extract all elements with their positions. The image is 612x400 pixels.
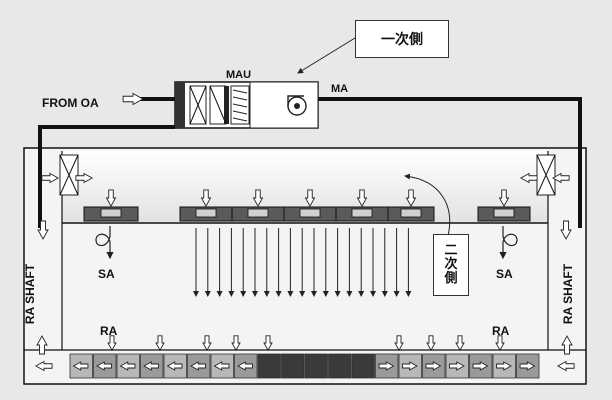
airflow-arrow-icon <box>96 361 112 371</box>
airflow-arrow-icon <box>252 189 264 208</box>
airflow-arrow-icon <box>237 361 253 371</box>
airflow-arrow-icon <box>213 361 230 371</box>
airflow-arrow-icon <box>155 335 165 352</box>
airflow-arrow-icon <box>34 360 53 372</box>
airflow-arrow-icon <box>119 361 136 371</box>
airflow-arrow-icon <box>519 172 538 184</box>
airflow-arrow-icon <box>425 361 442 371</box>
airflow-arrow-icon <box>143 361 159 371</box>
airflow-arrow-icon <box>231 335 241 352</box>
floor-panel <box>281 353 305 379</box>
primary-side-pointer <box>297 37 356 74</box>
sa-swirl-left <box>95 226 114 260</box>
airflow-arrow-icon <box>105 189 117 208</box>
airflow-arrow-icon <box>356 189 368 208</box>
airflow-arrow-icon <box>166 361 183 371</box>
ra-label-right: RA <box>492 324 510 338</box>
floor-panel <box>351 353 375 379</box>
primary-side-callout: 一次側 <box>355 20 449 58</box>
airflow-arrow-icon <box>405 189 417 208</box>
airflow-arrow-icon <box>36 335 48 355</box>
airflow-arrow-icon <box>551 172 570 184</box>
airflow-arrow-icon <box>41 172 60 184</box>
mau-inlet-plate <box>175 82 185 128</box>
airflow-arrow-icon <box>202 335 212 352</box>
secondary-side-char-2: 次 <box>444 256 458 272</box>
ma-label: MA <box>331 83 349 95</box>
sa-label-left: SA <box>98 267 115 281</box>
floor-panel <box>328 353 352 379</box>
airflow-arrow-icon <box>561 335 573 355</box>
ra-shaft-label-left: RA SHAFT <box>23 263 37 325</box>
airflow-arrow-icon <box>519 361 536 371</box>
airflow-arrow-icon <box>263 335 273 352</box>
coil-bar-1 <box>224 86 229 124</box>
airflow-arrow-icon <box>472 361 489 371</box>
secondary-side-pointer <box>404 173 451 237</box>
airflow-arrow-icon <box>498 189 510 208</box>
secondary-side-callout: 二 次 側 <box>433 234 469 296</box>
airflow-arrow-icon <box>426 335 436 352</box>
airflow-arrow-icon <box>496 361 512 371</box>
airflow-arrow-icon <box>378 361 395 371</box>
mau-label: MAU <box>226 69 252 81</box>
secondary-side-char-3: 側 <box>444 271 458 287</box>
airflow-arrow-icon <box>304 189 316 208</box>
floor-panel <box>304 353 328 379</box>
airflow-arrow-icon <box>556 360 575 372</box>
airflow-arrow-icon <box>75 172 94 184</box>
ra-shaft-label-right: RA SHAFT <box>561 263 575 325</box>
airflow-arrow-icon <box>190 361 206 371</box>
floor-panel <box>257 353 281 379</box>
airflow-arrow-icon <box>495 335 505 352</box>
airflow-arrow-icon <box>107 335 117 352</box>
from-oa-label: FROM OA <box>42 96 99 110</box>
ra-label-left: RA <box>100 324 118 338</box>
airflow-arrow-icon <box>394 335 404 352</box>
airflow-arrow-icon <box>72 361 89 371</box>
airflow-arrow-icon <box>455 335 465 352</box>
airflow-arrow-icon <box>449 361 465 371</box>
sa-swirl-right <box>499 226 518 260</box>
sa-label-right: SA <box>496 267 513 281</box>
airflow-arrow-icon <box>37 220 49 240</box>
oa-inlet-arrow-icon <box>122 92 144 106</box>
airflow-arrow-icon <box>402 361 418 371</box>
airflow-arrow-icon <box>560 220 572 240</box>
mau-unit <box>174 81 319 129</box>
airflow-arrow-icon <box>200 189 212 208</box>
secondary-side-char-1: 二 <box>444 242 458 258</box>
fan-section <box>249 81 319 129</box>
